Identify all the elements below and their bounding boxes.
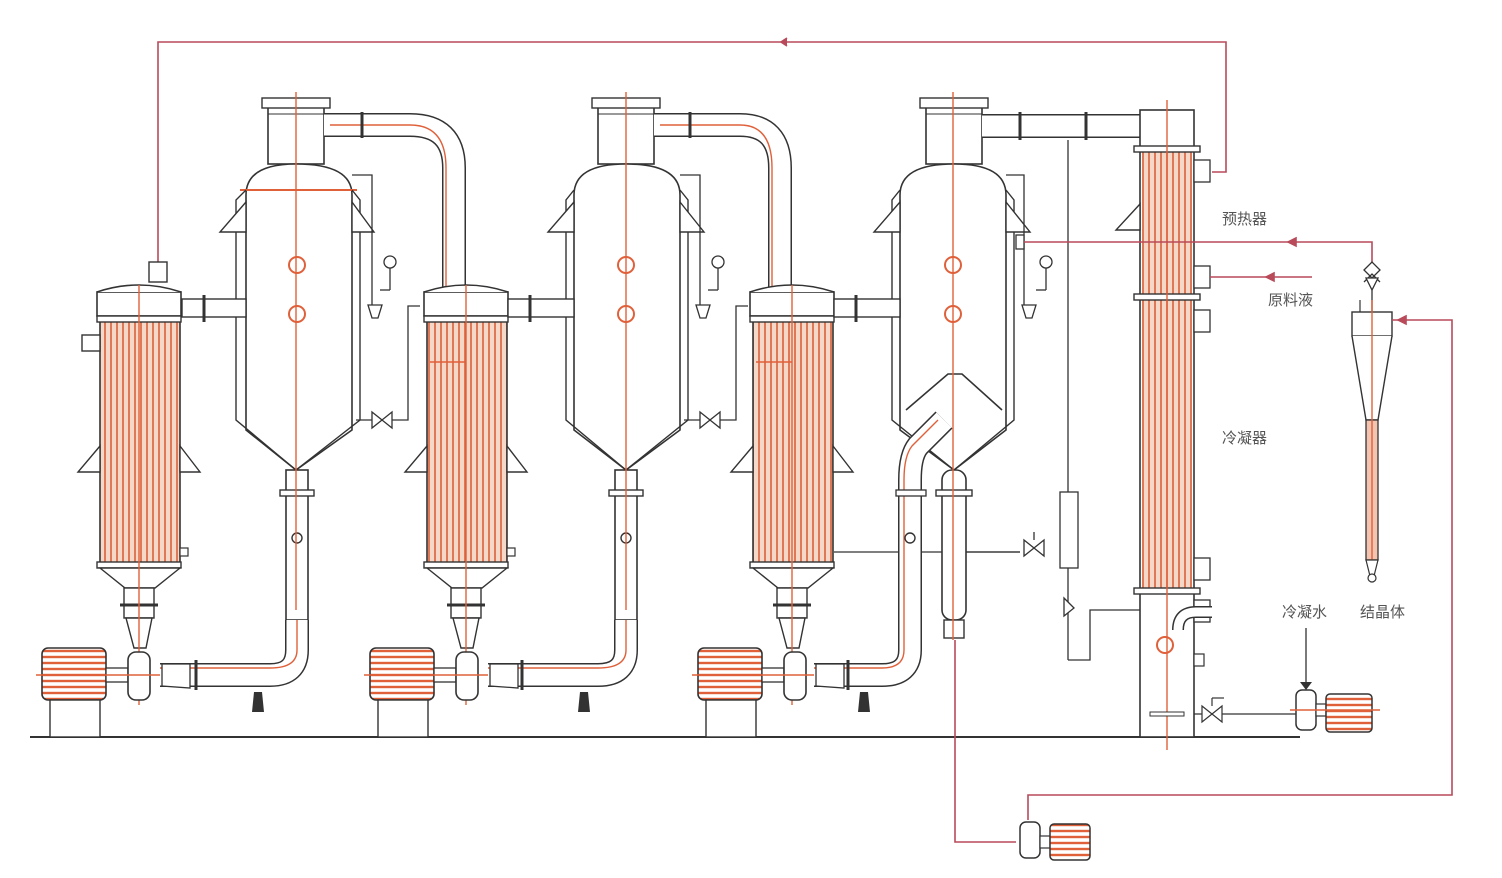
effect-2-separator — [507, 92, 706, 621]
label-feed-liquid: 原料液 — [1268, 291, 1313, 309]
effect-3-separator — [833, 92, 1032, 640]
effect-3-heater — [729, 284, 1020, 705]
cooling-water-pump — [1194, 628, 1380, 733]
effect-1-heater — [76, 261, 202, 705]
effect-1-separator — [181, 92, 376, 621]
label-crystal: 结晶体 — [1360, 603, 1405, 621]
effect-3-pump — [692, 647, 814, 738]
effect-3-return-pipe — [814, 411, 953, 712]
effect-2-heater — [403, 284, 529, 705]
vapor-pipe-3 — [982, 112, 1140, 140]
effect-2-instruments — [680, 174, 748, 430]
crystallizer — [1351, 261, 1393, 583]
effect-1-return-pipe — [160, 620, 309, 712]
vapor-pipe-1 — [324, 112, 466, 290]
label-cooling-water: 冷凝水 — [1282, 603, 1327, 621]
effect-2-pump — [364, 647, 488, 738]
effect-1-pump — [36, 647, 160, 738]
condenser-column — [1114, 100, 1212, 750]
bottom-pump — [1019, 821, 1091, 861]
recirculation-line — [954, 314, 1453, 843]
effect-3-instruments — [1006, 174, 1053, 319]
top-return-line — [157, 37, 1227, 265]
seal-pot — [1023, 140, 1140, 661]
vapor-pipe-2 — [654, 112, 792, 290]
effect-1-instruments — [352, 174, 420, 430]
effect-2-return-pipe — [488, 620, 638, 712]
label-preheater: 预热器 — [1222, 210, 1267, 228]
condenser-flow-lines — [1024, 236, 1373, 283]
label-condenser: 冷凝器 — [1222, 429, 1267, 447]
